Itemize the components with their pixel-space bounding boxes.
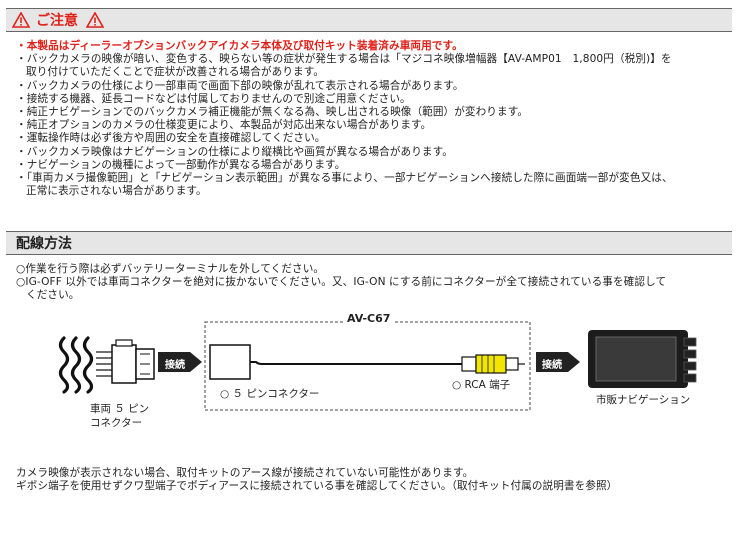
note-line: ・「車両カメラ撮像範囲」と「ナビゲーション表示範囲」が異なる事により、一部ナビゲ… xyxy=(16,172,673,185)
caution-title: ご注意 xyxy=(36,13,78,29)
wiring-line: ○IG-OFF 以外では車両コネクターを絶対に抜かないでください。又、IG-ON… xyxy=(16,276,667,289)
rca-plug-icon xyxy=(461,354,525,374)
connect-label: 接続 xyxy=(165,360,185,371)
pin-connector-label: ○ ５ ピンコネクター xyxy=(220,388,320,400)
caution-header: ご注意 xyxy=(6,8,732,32)
note-line: ・運転操作時は必ず後方や周囲の安全を直接確認してください。 xyxy=(16,132,326,145)
navigation-unit-icon xyxy=(588,330,697,388)
note-line: ・純正オプションのカメラの仕様変更により、本製品が対応出来ない場合があります。 xyxy=(16,119,432,132)
note-line: ・接続する機器、延長コードなどは付属しておりませんので別途ご用意ください。 xyxy=(16,92,411,105)
note-line: 正常に表示されない場合があります。 xyxy=(26,185,207,198)
wiring-title: 配線方法 xyxy=(16,236,72,252)
vehicle-connector-icon xyxy=(96,339,155,384)
footer-notes: カメラ映像が表示されない場合、取付キットのアース線が接続されていない可能性があり… xyxy=(16,467,617,493)
cable-line xyxy=(250,361,462,365)
pin-connector-icon xyxy=(209,344,251,380)
rca-label: ○ RCA 端子 xyxy=(452,379,511,391)
navigation-label: 市販ナビゲーション xyxy=(596,394,691,406)
note-line: ・本製品はディーラーオプションバックアイカメラ本体及び取付キット装着済み車両用で… xyxy=(16,40,463,52)
vehicle-wires-icon xyxy=(58,336,94,394)
note-line: ・バックカメラの仕様により一部車両で画面下部の映像が乱れて表示される場合がありま… xyxy=(16,79,464,92)
wiring-header: 配線方法 xyxy=(6,231,732,255)
note-line: ・バックカメラ映像はナビゲーションの仕様により縦横比や画質が異なる場合があります… xyxy=(16,145,453,158)
vehicle-connector-label: コネクター xyxy=(90,417,143,429)
warning-triangle-icon xyxy=(12,12,30,28)
footer-line: ギボシ端子を使用せずクワ型端子でボディアースに接続されている事を確認してください… xyxy=(16,480,618,493)
wiring-line: ○作業を行う際は必ずバッテリーターミナルを外してください。 xyxy=(16,263,325,275)
wiring-line: ください。 xyxy=(26,289,80,302)
caution-notes: ・本製品はディーラーオプションバックアイカメラ本体及び取付キット装着済み車両用で… xyxy=(16,40,673,198)
note-line: 取り付けていただくことで症状が改善される場合があります。 xyxy=(26,66,325,79)
wiring-notes: ○作業を行う際は必ずバッテリーターミナルを外してください。 ○IG-OFF 以外… xyxy=(16,263,666,303)
note-line: ・バックカメラの映像が暗い、変色する、映らない等の症状が発生する場合は「マジコネ… xyxy=(16,53,672,66)
product-label: AV-C67 xyxy=(343,312,395,325)
note-line: ・ナビゲーションの機種によって一部動作が異なる場合があります。 xyxy=(16,158,346,171)
footer-line: カメラ映像が表示されない場合、取付キットのアース線が接続されていない可能性があり… xyxy=(16,467,474,479)
connect-label: 接続 xyxy=(542,360,562,371)
note-line: ・純正ナビゲーションでのバックカメラ補正機能が無くなる為、映し出される映像（範囲… xyxy=(16,106,529,119)
vehicle-connector-label: 車両 ５ ピン xyxy=(90,403,150,415)
warning-triangle-icon xyxy=(86,12,104,28)
